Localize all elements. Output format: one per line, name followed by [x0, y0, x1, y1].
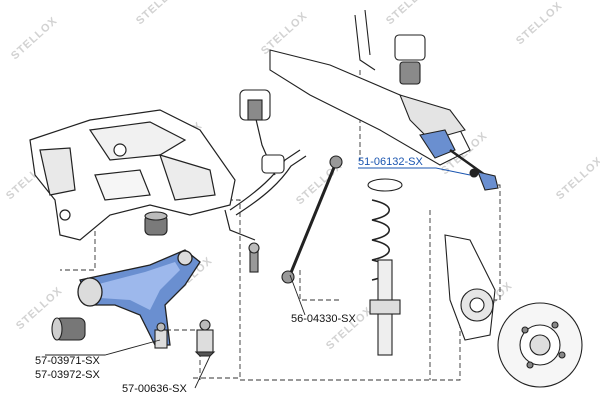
arm-bushing-upper — [144, 211, 168, 236]
steering-rack — [269, 9, 486, 177]
lower-control-arm — [77, 249, 201, 346]
strut-assembly — [367, 178, 403, 356]
part-number-label: 57-00636-SX — [122, 383, 187, 395]
watermark-text: STELLOX — [134, 0, 185, 27]
tie-rod-end — [469, 168, 499, 191]
part-number-label: 57-03971-SX — [35, 355, 100, 367]
ball-joint — [154, 319, 216, 357]
watermark-text: STELLOX — [554, 155, 600, 203]
part-number-label: 56-04330-SX — [291, 313, 356, 325]
watermark-text: STELLOX — [259, 10, 310, 58]
watermark-text: STELLOX — [324, 305, 375, 353]
watermark-text: STELLOX — [514, 0, 565, 47]
stabilizer-bushing — [239, 34, 426, 174]
watermark-text: STELLOX — [384, 0, 435, 27]
stabilizer-link — [248, 155, 343, 284]
watermark-text: STELLOX — [9, 15, 60, 63]
subframe — [29, 109, 236, 241]
arm-bushing-lower — [51, 317, 86, 341]
part-number-label: 57-03972-SX — [35, 369, 100, 381]
steering-knuckle — [444, 234, 496, 341]
wheel-hub — [497, 302, 583, 388]
part-number-label[interactable]: 51-06132-SX — [358, 156, 423, 168]
